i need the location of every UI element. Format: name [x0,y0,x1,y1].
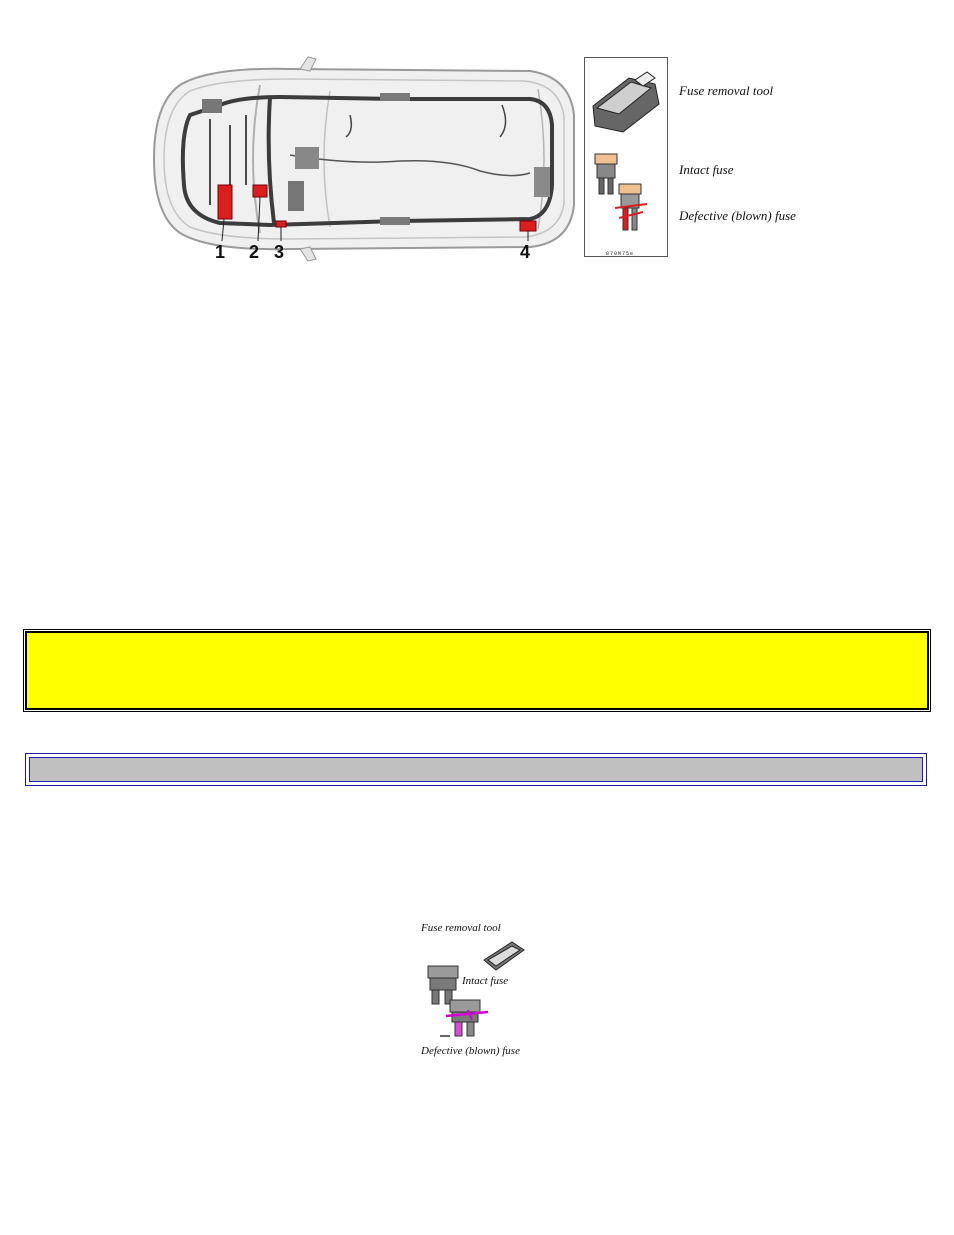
legend-fuse-removal-tool: Fuse removal tool [679,83,774,98]
callout-4: 4 [520,242,531,262]
intact-fuse-icon [594,153,618,195]
callout-2: 2 [249,242,260,262]
legend-defective-fuse: Defective (blown) fuse [679,208,796,223]
callout-1: 1 [215,242,226,262]
warning-box [23,629,931,712]
car-outline-graphic [152,56,575,262]
small-intact-fuse-icon [427,965,459,1005]
small-label-defective-fuse: Defective (blown) fuse [421,1045,520,1057]
small-defective-fuse-icon [440,999,489,1037]
callout-3: 3 [274,242,285,262]
small-fuse-figure [412,920,542,1065]
small-fuse-illustrations [427,941,525,1037]
section-header-fill [29,757,923,782]
fuse-legend-box [584,57,668,257]
small-fuse-removal-tool-icon [483,941,525,971]
small-label-intact-fuse: Intact fuse [462,975,509,987]
legend-intact-fuse: Intact fuse [679,162,734,177]
fuse-removal-tool-icon [592,71,660,133]
car-fuse-location-diagram [150,55,580,265]
figure-reference-code: 870M75e [606,251,635,257]
fuse-illustrations [592,71,660,231]
small-label-fuse-removal-tool: Fuse removal tool [421,922,501,934]
section-header-bar [25,753,927,786]
defective-fuse-icon [614,183,648,231]
